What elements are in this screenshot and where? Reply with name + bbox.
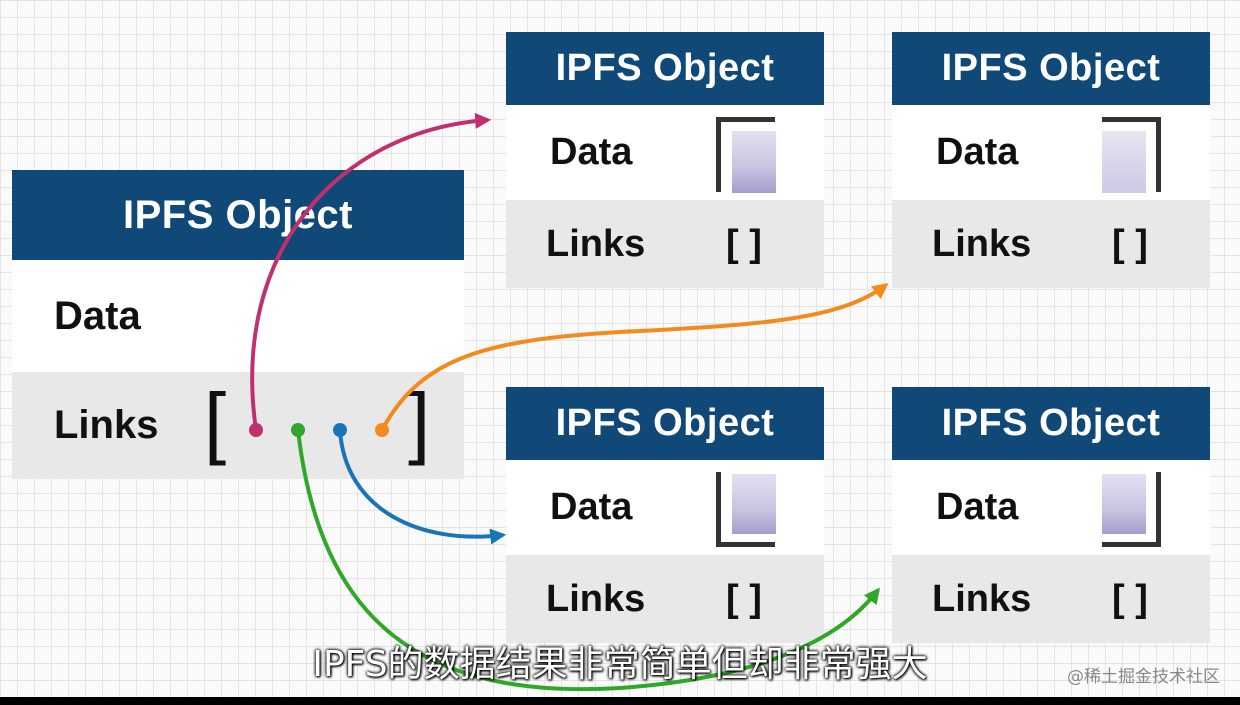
object-title: IPFS Object	[892, 387, 1210, 460]
object-links-empty: [ ]	[1112, 577, 1148, 620]
data-block-image	[1102, 472, 1161, 547]
object-data-label: Data	[550, 486, 633, 528]
links-open-bracket: [	[204, 377, 227, 466]
data-block-image	[716, 472, 776, 547]
ipfs-object-bottom-right: IPFS Object Data Links [ ]	[892, 387, 1210, 643]
main-ipfs-object: IPFS Object Data Links [ ]	[12, 170, 464, 479]
object-links-row: Links [ ]	[506, 555, 824, 643]
object-links-row: Links [ ]	[506, 200, 824, 288]
links-close-bracket: ]	[408, 377, 431, 466]
ipfs-object-top-right: IPFS Object Data Links [ ]	[892, 32, 1210, 288]
object-title: IPFS Object	[506, 32, 824, 105]
watermark: @稀土掘金技术社区	[1067, 667, 1220, 687]
main-object-links-label: Links	[54, 403, 159, 447]
object-links-row: Links [ ]	[892, 555, 1210, 643]
object-links-label: Links	[932, 222, 1032, 265]
object-data-row: Data	[506, 105, 824, 200]
object-title: IPFS Object	[506, 387, 824, 460]
bottom-bar	[0, 697, 1240, 705]
data-block-image	[1102, 117, 1161, 193]
object-data-label: Data	[936, 131, 1019, 173]
main-object-data-label: Data	[54, 293, 141, 338]
object-links-empty: [ ]	[1112, 222, 1148, 265]
ipfs-object-top-middle: IPFS Object Data Links [ ]	[506, 32, 824, 288]
object-links-row: Links [ ]	[892, 200, 1210, 288]
ipfs-object-bottom-middle: IPFS Object Data Links [ ]	[506, 387, 824, 643]
video-subtitle: IPFS的数据结果非常简单但却非常强大	[312, 644, 928, 685]
object-links-empty: [ ]	[726, 222, 762, 265]
main-object-links-row: Links [ ]	[12, 372, 464, 479]
object-data-label: Data	[936, 486, 1019, 528]
object-links-label: Links	[932, 577, 1032, 620]
main-object-data-row: Data	[12, 260, 464, 372]
main-object-title: IPFS Object	[12, 170, 464, 260]
object-data-row: Data	[892, 105, 1210, 200]
object-title: IPFS Object	[892, 32, 1210, 105]
object-data-label: Data	[550, 131, 633, 173]
data-block-image	[716, 117, 776, 193]
object-links-empty: [ ]	[726, 577, 762, 620]
object-links-label: Links	[546, 222, 646, 265]
object-data-row: Data	[892, 460, 1210, 555]
object-links-label: Links	[546, 577, 646, 620]
object-data-row: Data	[506, 460, 824, 555]
